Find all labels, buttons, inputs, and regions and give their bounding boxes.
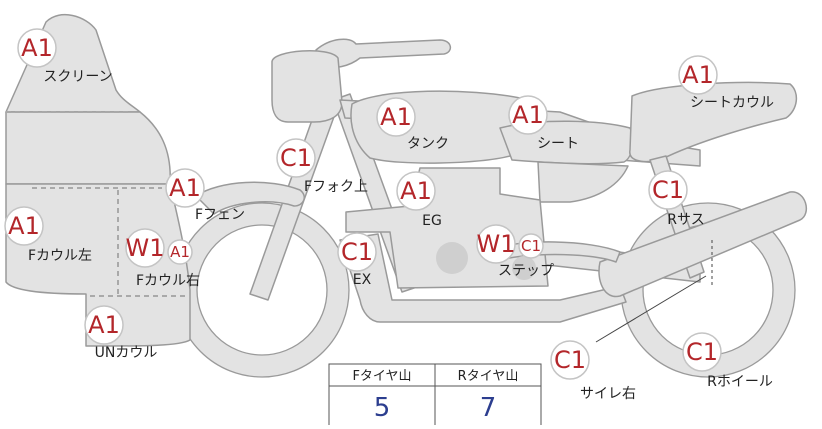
part-label: サイレ右 xyxy=(580,386,636,402)
damage-badge-circle xyxy=(376,97,416,137)
damage-code: A1 xyxy=(8,212,40,240)
part-label: タンク xyxy=(407,136,449,152)
part-label: Rホイール xyxy=(707,374,773,390)
part-label: シートカウル xyxy=(690,95,774,111)
damage-badge-circle xyxy=(648,170,688,210)
fuel-tank xyxy=(350,90,526,164)
damage-code: A1 xyxy=(170,243,190,261)
front-fairing xyxy=(5,13,191,347)
part-label: EG xyxy=(422,213,442,229)
part-label: UNカウル xyxy=(95,345,158,361)
silencer xyxy=(598,191,808,298)
damage-code: C1 xyxy=(554,346,586,374)
damage-code: A1 xyxy=(682,61,714,89)
damage-badge-circle xyxy=(4,206,44,246)
annotation-silencer: C1 サイレ右 xyxy=(550,340,636,402)
damage-badge-circle xyxy=(276,138,316,178)
damage-badge-circle xyxy=(165,168,205,208)
part-label: Fカウル左 xyxy=(28,248,92,264)
damage-code: A1 xyxy=(380,103,412,131)
damage-code: C1 xyxy=(341,238,373,266)
damage-badge-circle xyxy=(550,340,590,380)
annotation-step: W1 C1 ステップ xyxy=(476,224,554,279)
annotation-seatcowl: A1 シートカウル xyxy=(678,55,774,111)
fairing-dividers xyxy=(6,111,188,297)
damage-code: C1 xyxy=(521,237,541,255)
damage-code: W1 xyxy=(126,234,165,262)
part-label: Rサス xyxy=(667,212,704,228)
fairing-lower xyxy=(5,183,191,347)
damage-badge-circle xyxy=(125,228,165,268)
damage-badge-circle xyxy=(678,55,718,95)
damage-code: C1 xyxy=(652,176,684,204)
damage-annotations: A1スクリーンA1タンクA1シートA1シートカウルC1Fフォク上A1FフェンA1… xyxy=(4,28,774,402)
headlight xyxy=(271,50,343,123)
damage-badge-circle xyxy=(476,224,516,264)
damage-code: A1 xyxy=(512,101,544,129)
damage-badge-circle xyxy=(508,95,548,135)
fairing-upper xyxy=(5,111,171,185)
front-tire-header: Fタイヤ山 xyxy=(352,369,411,384)
tire-tread-table: Fタイヤ山 Rタイヤ山 5 7 xyxy=(328,363,542,429)
damage-code: C1 xyxy=(280,144,312,172)
exhaust-pipe xyxy=(339,233,627,323)
damage-code: A1 xyxy=(400,177,432,205)
damage-code: A1 xyxy=(169,174,201,202)
damage-badge-circle xyxy=(84,305,124,345)
damage-badge-circle xyxy=(17,28,57,68)
rear-tire-value: 7 xyxy=(480,393,497,423)
damage-badge-circle xyxy=(518,233,544,259)
front-tire-value: 5 xyxy=(374,393,391,423)
annotation-tank: A1 タンク xyxy=(376,97,449,152)
annotation-screen: A1 スクリーン xyxy=(17,28,113,85)
damage-code: A1 xyxy=(88,311,120,339)
part-label: EX xyxy=(353,272,372,288)
part-label: スクリーン xyxy=(43,69,112,85)
front-fender xyxy=(195,181,305,215)
part-label: Fフェン xyxy=(195,207,245,223)
damage-badge-circle xyxy=(396,171,436,211)
damage-badge-circle xyxy=(337,232,377,272)
motorcycle-body xyxy=(174,38,808,378)
engine-detail xyxy=(436,242,536,280)
damage-badge-circle xyxy=(167,239,193,265)
part-label: シート xyxy=(537,136,579,152)
annotation-seat: A1 シート xyxy=(508,95,579,152)
damage-code: C1 xyxy=(686,338,718,366)
part-label: Fフォク上 xyxy=(304,179,368,195)
part-label: Fカウル右 xyxy=(136,273,200,289)
damage-badge-circle xyxy=(682,332,722,372)
side-cover xyxy=(537,161,629,203)
part-label: ステップ xyxy=(498,263,554,279)
rear-tire-header: Rタイヤ山 xyxy=(458,369,519,384)
damage-code: A1 xyxy=(21,34,53,62)
damage-code: W1 xyxy=(477,230,516,258)
leader-lines xyxy=(595,240,713,343)
